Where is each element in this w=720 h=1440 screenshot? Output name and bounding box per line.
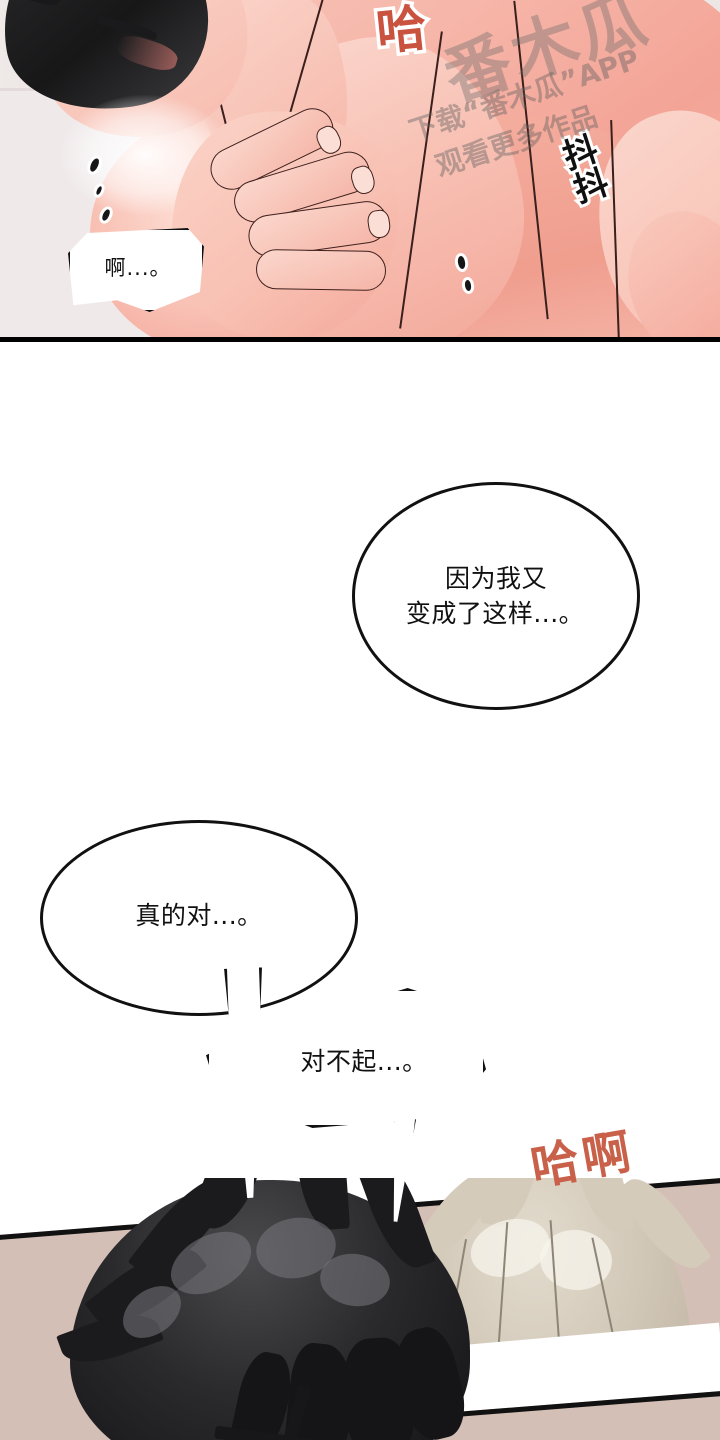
speech-bubble-oval: 因为我又 变成了这样...。 — [352, 482, 640, 710]
panel-4 — [0, 1178, 720, 1440]
speech-bubble-poly-text: 对不起...。 — [300, 1047, 428, 1076]
speech-bubble-oval-line-1: 因为我又 — [444, 563, 547, 593]
speech-bubble-oval-line-2: 变成了这样...。 — [405, 599, 585, 628]
speech-bubble-round: 真的对...。 — [40, 820, 358, 1016]
sfx-ha-top: 哈 — [370, 0, 435, 65]
hair-spike — [0, 0, 65, 12]
finger — [255, 248, 387, 292]
speech-bubble-ah-text: 啊...。 — [104, 256, 172, 280]
speech-bubble-round-text: 真的对...。 — [135, 901, 263, 930]
panel-1: 哈 抖抖 番木瓜 下载“番木瓜”APP 观看更多作品 啊...。 — [0, 0, 720, 342]
